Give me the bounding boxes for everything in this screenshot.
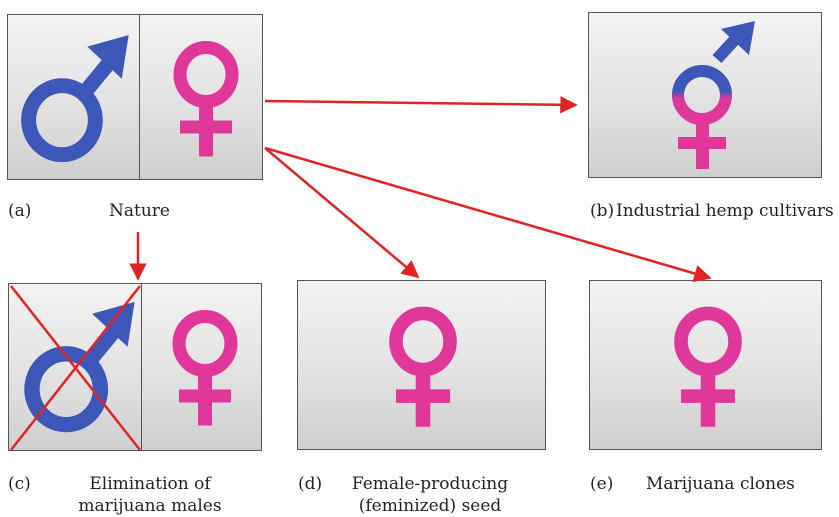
panel-nature <box>7 14 263 180</box>
caption-nature: Nature <box>109 201 170 221</box>
caption-elimination-line2: marijuana males <box>78 496 222 516</box>
caption-elimination-line1: Elimination of <box>89 474 211 494</box>
caption-letter-a: (a) <box>8 201 32 221</box>
panel-marijuana-clones <box>589 280 822 450</box>
arrow-to-marijuana-clones <box>264 146 712 282</box>
caption-letter-c: (c) <box>8 474 31 494</box>
panel-elimination-of-males <box>8 283 262 451</box>
caption-letter-e: (e) <box>590 474 614 494</box>
caption-letter-b: (b) <box>590 201 615 221</box>
arrow-to-feminized-seed <box>264 147 420 279</box>
hermaphrodite-symbol-icon <box>672 21 755 169</box>
panel-divider <box>139 15 140 179</box>
caption-letter-d: (d) <box>298 474 323 494</box>
panel-divider <box>141 284 142 450</box>
cross-out-icon <box>10 285 141 450</box>
panel-industrial-hemp <box>588 12 822 178</box>
panel-feminized-seed <box>297 280 546 450</box>
caption-feminized-line2: (feminized) seed <box>358 496 502 516</box>
caption-industrial-hemp: Industrial hemp cultivars <box>616 201 834 221</box>
caption-marijuana-clones: Marijuana clones <box>646 474 795 494</box>
caption-feminized-line1: Female-producing <box>351 474 509 494</box>
arrow-to-industrial-hemp <box>264 96 578 114</box>
